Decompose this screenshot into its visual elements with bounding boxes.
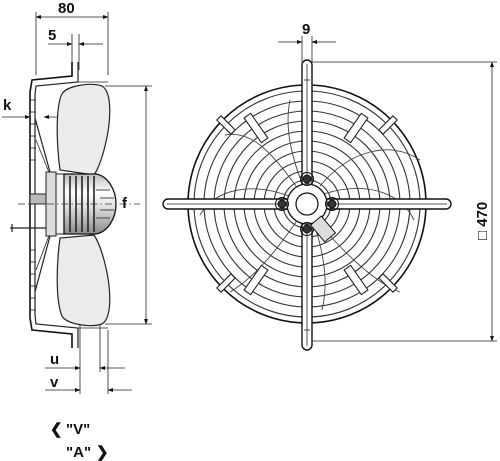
dimension-470: □ 470 <box>312 61 497 342</box>
fan-blade-bottom <box>56 234 111 327</box>
airflow-v-label: "V" <box>66 421 90 438</box>
dimension-470-label: □ 470 <box>474 202 491 240</box>
side-frame <box>29 62 108 348</box>
guard-struts <box>216 112 398 296</box>
dimension-u: u <box>45 325 125 394</box>
dimension-9-label: 9 <box>302 21 310 38</box>
dimension-k-label: k <box>3 97 12 114</box>
side-view: 80 5 k <box>2 0 152 461</box>
dimension-80: 80 <box>35 0 109 75</box>
dimension-u-label: u <box>50 351 59 368</box>
dimension-f-label: f <box>122 195 128 212</box>
blade-outlines <box>199 99 421 311</box>
dimension-80-label: 80 <box>58 0 75 17</box>
dimension-v-label: v <box>50 374 59 391</box>
front-view: 9 □ 470 <box>162 21 497 351</box>
airflow-arrow-left-icon: ❮ <box>50 421 63 438</box>
airflow-legend: ❮ "V" "A" ❯ <box>50 421 109 461</box>
dimension-v: v <box>45 330 132 394</box>
dimension-5: 5 <box>48 27 103 70</box>
airflow-a-label: "A" <box>66 444 91 461</box>
front-hub <box>275 172 339 243</box>
dimension-9: 9 <box>278 21 336 64</box>
dimension-f: f <box>105 85 152 325</box>
dimension-5-label: 5 <box>48 27 56 44</box>
airflow-arrow-right-icon: ❯ <box>96 444 109 461</box>
fan-blade-top <box>56 83 111 176</box>
